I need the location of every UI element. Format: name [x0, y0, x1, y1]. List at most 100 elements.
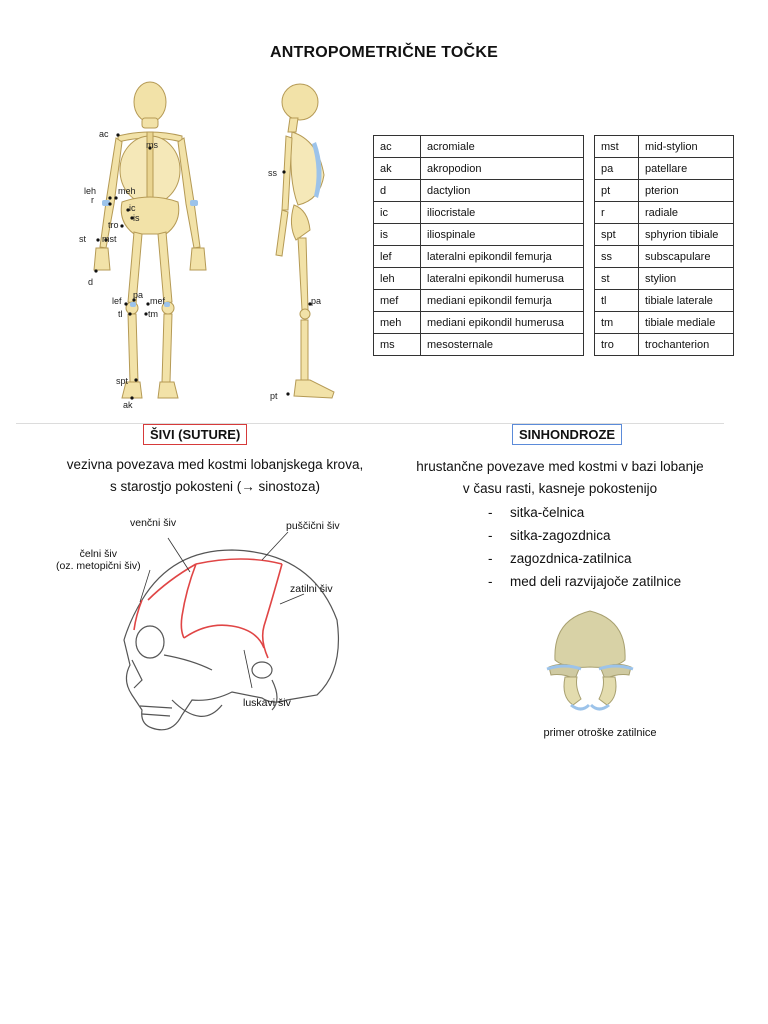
point-name-cell: akropodion	[420, 157, 584, 180]
point-name-cell: trochanterion	[638, 333, 734, 356]
label-leh: leh	[84, 186, 97, 196]
sutures-heading: ŠIVI (SUTURE)	[143, 424, 248, 445]
label-frontal-suture-line2: (oz. metopični šiv)	[56, 560, 141, 572]
skull-sutures-illustration	[123, 531, 340, 731]
abbreviation-cell: ak	[373, 157, 421, 180]
list-item: - sitka-zagozdnica	[488, 528, 681, 551]
label-d: d	[88, 277, 94, 287]
label-ak: ak	[123, 400, 133, 410]
occipital-bone-illustration	[546, 610, 634, 711]
skeleton-side-illustration	[275, 83, 335, 399]
label-tro: tro	[108, 220, 119, 230]
label-r: r	[91, 195, 94, 205]
label-ac: ac	[99, 129, 109, 139]
point-name-cell: lateralni epikondil humerusa	[420, 267, 584, 290]
label-ms: ms	[146, 140, 158, 150]
list-bullet: -	[488, 505, 493, 520]
abbreviation-cell: d	[373, 179, 421, 202]
list-bullet: -	[488, 574, 493, 589]
label-spt: spt	[116, 376, 129, 386]
label-lambdoid-suture: zatilni šiv	[290, 583, 333, 595]
abbreviation-cell: st	[594, 267, 639, 290]
synchondroses-description-line1: hrustančne povezave med kostmi v bazi lo…	[416, 459, 704, 474]
point-name-cell: dactylion	[420, 179, 584, 202]
sutures-description: vezivna povezava med kostmi lobanjskega …	[40, 454, 390, 498]
list-item-text: med deli razvijajoče zatilnice	[510, 574, 682, 589]
abbreviation-cell: meh	[373, 311, 421, 334]
abbreviation-cell: ms	[373, 333, 421, 356]
point-name-cell: subscapulare	[638, 245, 734, 268]
sutures-description-line2: s starostjo pokosteni (→ sinostoza)	[109, 479, 321, 494]
list-item: - med deli razvijajoče zatilnice	[488, 574, 681, 597]
point-name-cell: mesosternale	[420, 333, 584, 356]
point-name-cell: tibiale laterale	[638, 289, 734, 312]
occipital-caption: primer otroške zatilnice	[543, 727, 657, 739]
abbreviation-cell: leh	[373, 267, 421, 290]
abbreviation-cell: r	[594, 201, 639, 224]
label-mef: mef	[150, 296, 166, 306]
label-mst: mst	[102, 234, 117, 244]
point-name-cell: acromiale	[420, 135, 584, 158]
label-is: is	[133, 213, 140, 223]
abbreviation-cell: pa	[594, 157, 639, 180]
abbreviation-cell: mef	[373, 289, 421, 312]
label-squamous-suture: luskavi šiv	[243, 697, 291, 709]
point-name-cell: sphyrion tibiale	[638, 223, 734, 246]
point-name-cell: mid-stylion	[638, 135, 734, 158]
point-name-cell: lateralni epikondil femurja	[420, 245, 584, 268]
abbreviation-cell: ac	[373, 135, 421, 158]
list-item-text: sitka-zagozdnica	[510, 528, 611, 543]
label-frontal-suture-line1: čelni šiv	[79, 548, 117, 560]
point-name-cell: iliocristale	[420, 201, 584, 224]
label-coronal-suture: venčni šiv	[130, 517, 177, 529]
abbreviation-cell: mst	[594, 135, 639, 158]
point-name-cell: mediani epikondil femurja	[420, 289, 584, 312]
label-ic: ic	[129, 203, 136, 213]
list-bullet: -	[488, 528, 493, 543]
abbreviation-cell: is	[373, 223, 421, 246]
point-name-cell: tibiale mediale	[638, 311, 734, 334]
point-name-cell: mediani epikondil humerusa	[420, 311, 584, 334]
list-item-text: sitka-čelnica	[510, 505, 585, 520]
point-name-cell: stylion	[638, 267, 734, 290]
point-name-cell: patellare	[638, 157, 734, 180]
point-name-cell: radiale	[638, 201, 734, 224]
page-title: ANTROPOMETRIČNE TOČKE	[270, 44, 498, 61]
synchondroses-description-line2: v času rasti, kasneje pokostenijo	[462, 481, 658, 496]
abbreviation-cell: ss	[594, 245, 639, 268]
synchondroses-heading: SINHONDROZE	[512, 424, 623, 445]
list-bullet: -	[488, 551, 493, 566]
sutures-description-line1: vezivna povezava med kostmi lobanjskega …	[66, 457, 364, 472]
abbreviation-cell: spt	[594, 223, 639, 246]
section-divider	[16, 423, 724, 424]
list-item-text: zagozdnica-zatilnica	[510, 551, 632, 566]
label-sagittal-suture: puščični šiv	[286, 520, 340, 532]
abbreviation-cell: tm	[594, 311, 639, 334]
label-lef: lef	[112, 296, 122, 306]
label-ss: ss	[268, 168, 277, 178]
label-tm: tm	[148, 309, 158, 319]
label-st: st	[79, 234, 87, 244]
label-pt: pt	[270, 391, 278, 401]
abbreviation-cell: pt	[594, 179, 639, 202]
synchondroses-list: - sitka-čelnica - sitka-zagozdnica - zagozdni…	[488, 505, 681, 597]
point-name-cell: iliospinale	[420, 223, 584, 246]
point-name-cell: pterion	[638, 179, 734, 202]
